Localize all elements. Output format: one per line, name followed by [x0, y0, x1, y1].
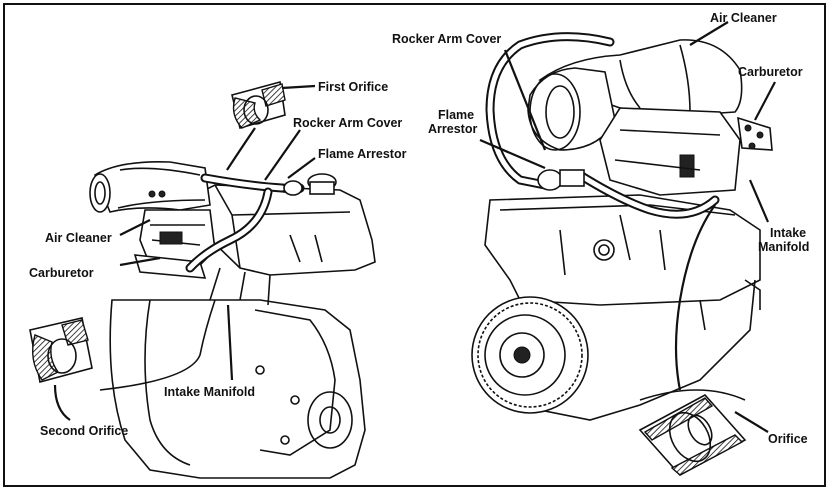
label-carburetor-left: Carburetor [29, 266, 94, 280]
left-engine-illustration [89, 160, 376, 479]
label-flame-arrestor-right-line2: Arrestor [428, 122, 478, 136]
label-first-orifice: First Orifice [318, 80, 389, 94]
right-engine-illustration [471, 32, 773, 421]
label-intake-manifold-left: Intake Manifold [164, 385, 255, 399]
label-rocker-arm-cover-right: Rocker Arm Cover [392, 32, 502, 46]
label-intake-manifold-right-line1: Intake [770, 226, 807, 240]
label-second-orifice: Second Orifice [40, 424, 129, 438]
label-orifice-right: Orifice [768, 432, 808, 446]
label-air-cleaner-right: Air Cleaner [710, 11, 777, 25]
right-orifice-illustration [638, 393, 747, 477]
label-air-cleaner-left: Air Cleaner [45, 231, 112, 245]
label-rocker-arm-cover-left: Rocker Arm Cover [293, 116, 403, 130]
left-callout-lines [53, 84, 316, 421]
first-orifice-illustration [231, 80, 286, 130]
label-carburetor-right: Carburetor [738, 65, 803, 79]
label-flame-arrestor-right-line1: Flame [438, 108, 475, 122]
second-orifice-illustration [29, 317, 93, 383]
label-intake-manifold-right-line2: Manifold [758, 240, 810, 254]
right-callout-lines [479, 21, 776, 433]
label-flame-arrestor-left: Flame Arrestor [318, 147, 407, 161]
